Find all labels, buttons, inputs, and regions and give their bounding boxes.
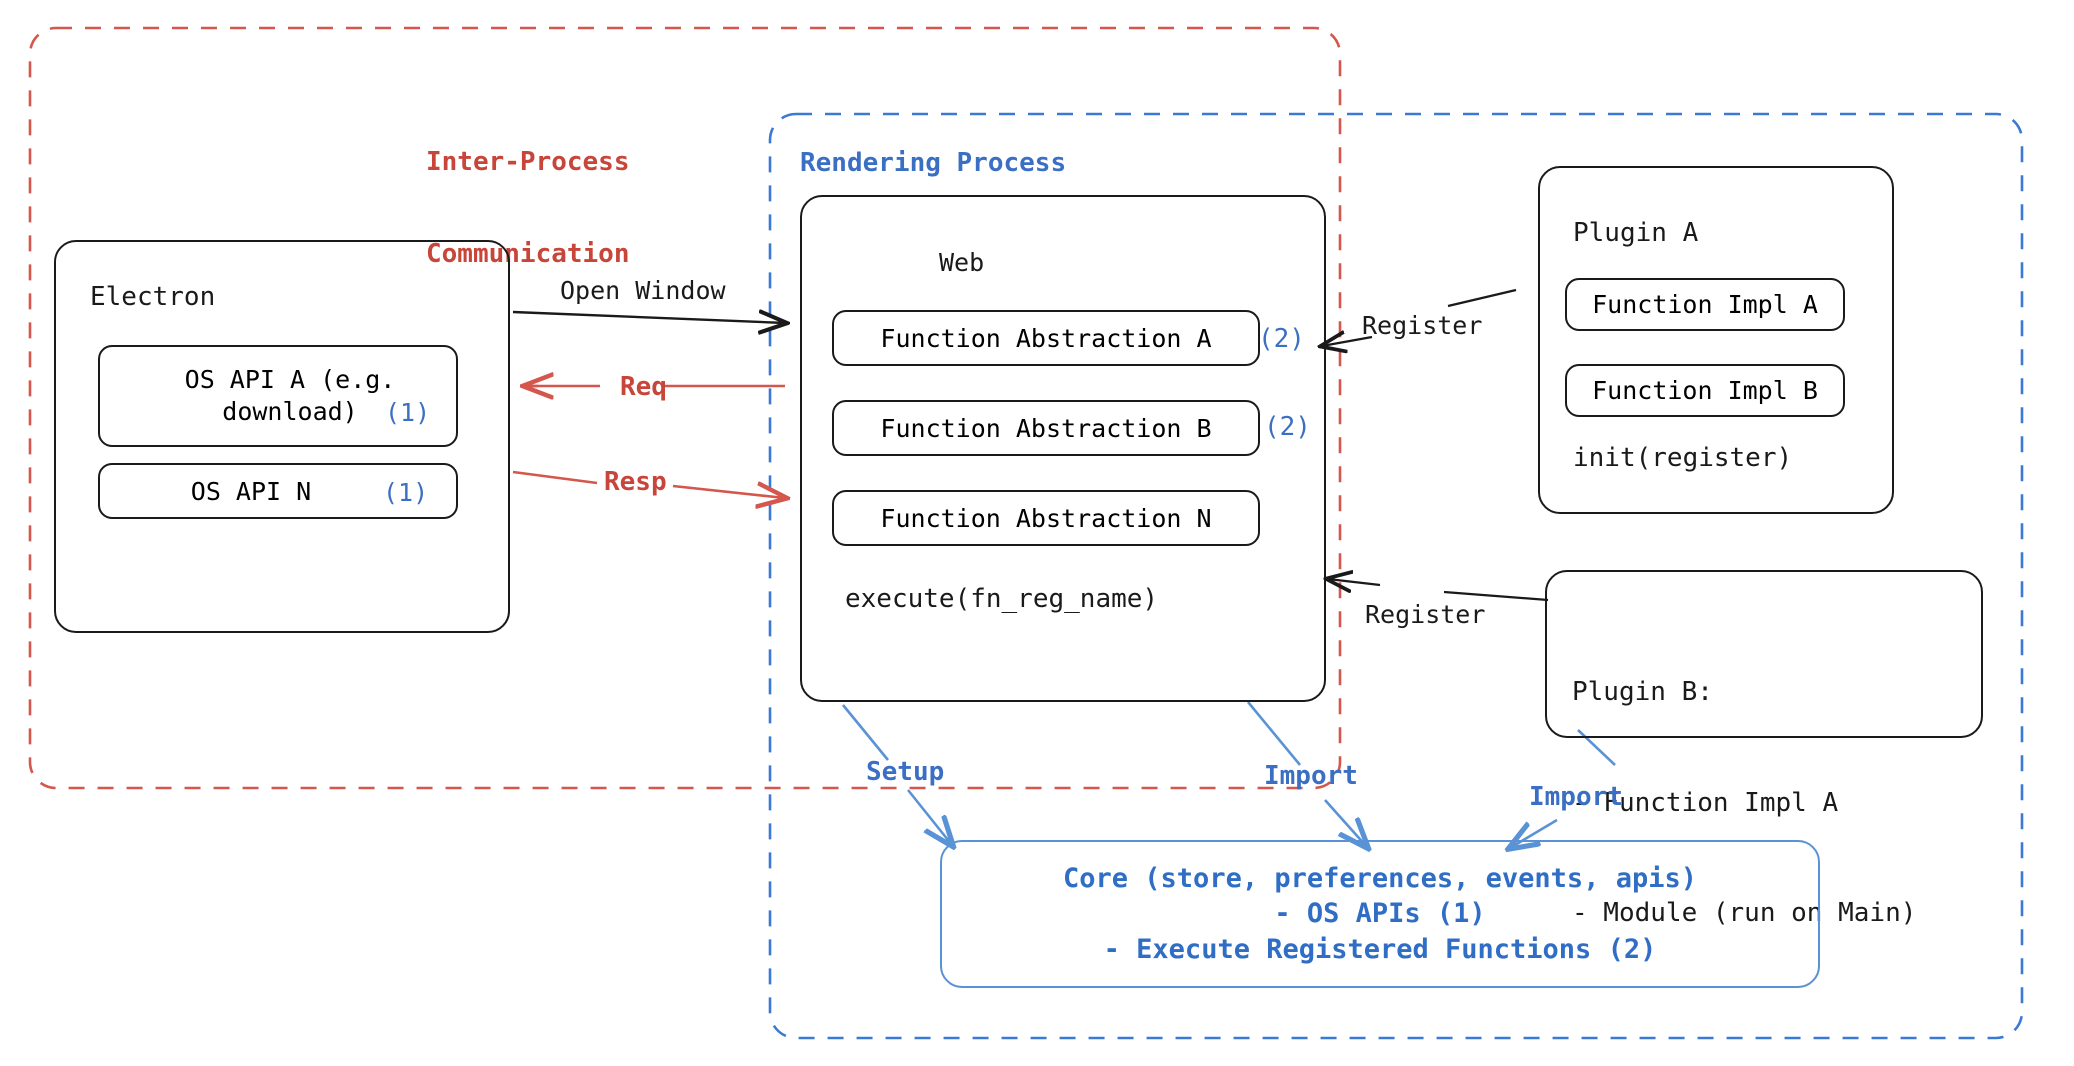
os-api-n-box[interactable]: OS API N [98, 463, 458, 519]
function-impl-b-label: Function Impl B [1592, 376, 1818, 405]
req-label: Req [620, 372, 667, 402]
web-box[interactable] [800, 195, 1326, 702]
execute-label: execute(fn_reg_name) [845, 584, 1159, 614]
web-title: Web [939, 248, 985, 277]
function-abstraction-b-label: Function Abstraction B [880, 413, 1212, 443]
function-impl-a-label: Function Impl A [1592, 290, 1818, 319]
ipc-label-line1: Inter-Process [426, 147, 630, 178]
os-api-a-marker: (1) [385, 398, 431, 427]
setup-label: Setup [866, 757, 945, 787]
core-line3: - Execute Registered Functions (2) [1103, 933, 1657, 965]
function-abstraction-b-box[interactable]: Function Abstraction B [832, 400, 1260, 456]
plugin-a-box[interactable] [1538, 166, 1894, 514]
rendering-region-label: Rendering Process [800, 148, 1067, 178]
os-api-n-marker: (1) [383, 478, 429, 507]
ipc-label-line2: Communication [426, 239, 630, 270]
core-line1: Core (store, preferences, events, apis) [1063, 862, 1697, 894]
open-window-label: Open Window [560, 276, 726, 305]
function-abstraction-b-marker: (2) [1264, 412, 1311, 442]
os-api-a-box[interactable]: OS API A (e.g. download) [98, 345, 458, 447]
plugin-b-line2: - Function Impl A [1572, 787, 1839, 818]
plugin-b-line3: - Module (run on Main) [1572, 898, 1917, 929]
os-api-n-label: OS API N [190, 476, 312, 506]
function-abstraction-a-box[interactable]: Function Abstraction A [832, 310, 1260, 366]
resp-label: Resp [604, 467, 667, 497]
plugin-b-line1: Plugin B: [1572, 676, 1713, 707]
function-abstraction-n-label: Function Abstraction N [880, 503, 1212, 533]
core-line2: - OS APIs (1) [1274, 898, 1486, 930]
register-plugin-a-label: Register [1362, 311, 1483, 340]
core-box[interactable]: Core (store, preferences, events, apis) … [940, 840, 1820, 988]
os-api-a-line1: OS API A (e.g. [184, 364, 396, 394]
register-plugin-b-arrow [1328, 579, 1549, 602]
electron-box[interactable] [54, 240, 510, 633]
function-abstraction-a-label: Function Abstraction A [880, 323, 1212, 353]
ipc-region-label: Inter-Process Communication [426, 86, 630, 331]
register-plugin-b-label: Register [1365, 600, 1486, 629]
import-plugin-b-label: Import [1529, 782, 1623, 812]
function-impl-a-box[interactable]: Function Impl A [1565, 278, 1845, 331]
function-impl-b-box[interactable]: Function Impl B [1565, 364, 1845, 417]
plugin-a-init-label: init(register) [1573, 443, 1793, 473]
import-web-label: Import [1264, 761, 1358, 791]
os-api-a-label: OS API A (e.g. download) [161, 364, 396, 429]
function-abstraction-n-box[interactable]: Function Abstraction N [832, 490, 1260, 546]
electron-title: Electron [90, 282, 216, 312]
function-abstraction-a-marker: (2) [1258, 324, 1305, 354]
plugin-b-text: Plugin B: - Function Impl A - Module (ru… [1572, 600, 1916, 1006]
os-api-a-line2: download) [222, 397, 358, 426]
plugin-b-box[interactable] [1545, 570, 1983, 738]
plugin-a-title: Plugin A [1573, 218, 1699, 248]
